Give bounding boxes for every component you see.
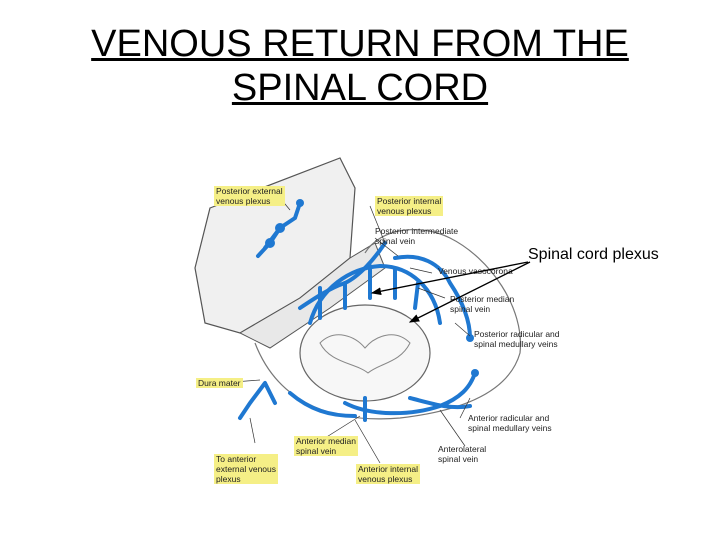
- label-venous-vasocorona: Venous vasocorona: [438, 266, 513, 276]
- label-line: Dura mater: [198, 378, 241, 388]
- label-posterior-internal-plexus: Posterior internal venous plexus: [375, 196, 444, 216]
- slide-title-line-2: SPINAL CORD: [231, 67, 489, 109]
- label-line: spinal vein: [438, 454, 479, 464]
- label-line: Anterior median: [296, 436, 357, 446]
- label-line: Venous vasocorona: [438, 266, 513, 276]
- spinal-cord-plexus-callout: Spinal cord plexus: [528, 246, 659, 263]
- label-line: To anterior: [216, 454, 257, 464]
- label-dura-mater: Dura mater: [196, 378, 243, 388]
- label-line: Anterolateral: [438, 444, 487, 454]
- label-line: Posterior radicular and: [474, 329, 560, 339]
- label-anterior-radicular-veins: Anterior radicular and spinal medullary …: [468, 413, 552, 433]
- radicular-branch-5: [413, 281, 420, 310]
- label-anterior-internal-plexus: Anterior internal venous plexus: [356, 464, 421, 484]
- label-line: Posterior internal: [377, 196, 442, 206]
- label-posterior-external-plexus: Posterior external venous plexus: [214, 186, 285, 206]
- label-line: Posterior median: [450, 294, 515, 304]
- label-line: spinal vein: [375, 236, 416, 246]
- label-to-anterior-external-plexus: To anterior external venous plexus: [214, 454, 279, 484]
- label-line: spinal vein: [450, 304, 491, 314]
- label-anterolateral-vein: Anterolateral spinal vein: [438, 444, 486, 464]
- anterior-internal-plexus: [288, 391, 357, 418]
- label-line: spinal vein: [296, 446, 337, 456]
- label-line: venous plexus: [358, 474, 413, 484]
- label-posterior-intermediate-vein: Posterior intermediate spinal vein: [375, 226, 458, 246]
- label-line: plexus: [216, 474, 241, 484]
- label-anterior-median-vein: Anterior median spinal vein: [294, 436, 359, 456]
- label-line: venous plexus: [377, 206, 432, 216]
- label-line: spinal medullary veins: [468, 423, 552, 433]
- label-line: external venous: [216, 464, 277, 474]
- label-line: Anterior radicular and: [468, 413, 550, 423]
- vertebral-arch: [238, 242, 386, 349]
- label-line: Anterior internal: [358, 464, 419, 474]
- gray-matter: [319, 334, 411, 374]
- label-posterior-radicular-veins: Posterior radicular and spinal medullary…: [474, 329, 560, 349]
- slide-title-line-1: VENOUS RETURN FROM THE: [91, 23, 629, 65]
- vein-nodes: [265, 199, 479, 377]
- label-line: spinal medullary veins: [474, 339, 558, 349]
- label-line: venous plexus: [216, 196, 271, 206]
- left-descending-vein: [238, 381, 277, 420]
- label-posterior-median-vein: Posterior median spinal vein: [450, 294, 514, 314]
- anterolateral-vein: [408, 396, 472, 410]
- slide-title: VENOUS RETURN FROM THE SPINAL CORD: [0, 22, 720, 110]
- label-line: Posterior intermediate: [375, 226, 459, 236]
- spinal-cord-venous-diagram: Posterior external venous plexus Posteri…: [170, 148, 588, 493]
- label-line: Posterior external: [216, 186, 283, 196]
